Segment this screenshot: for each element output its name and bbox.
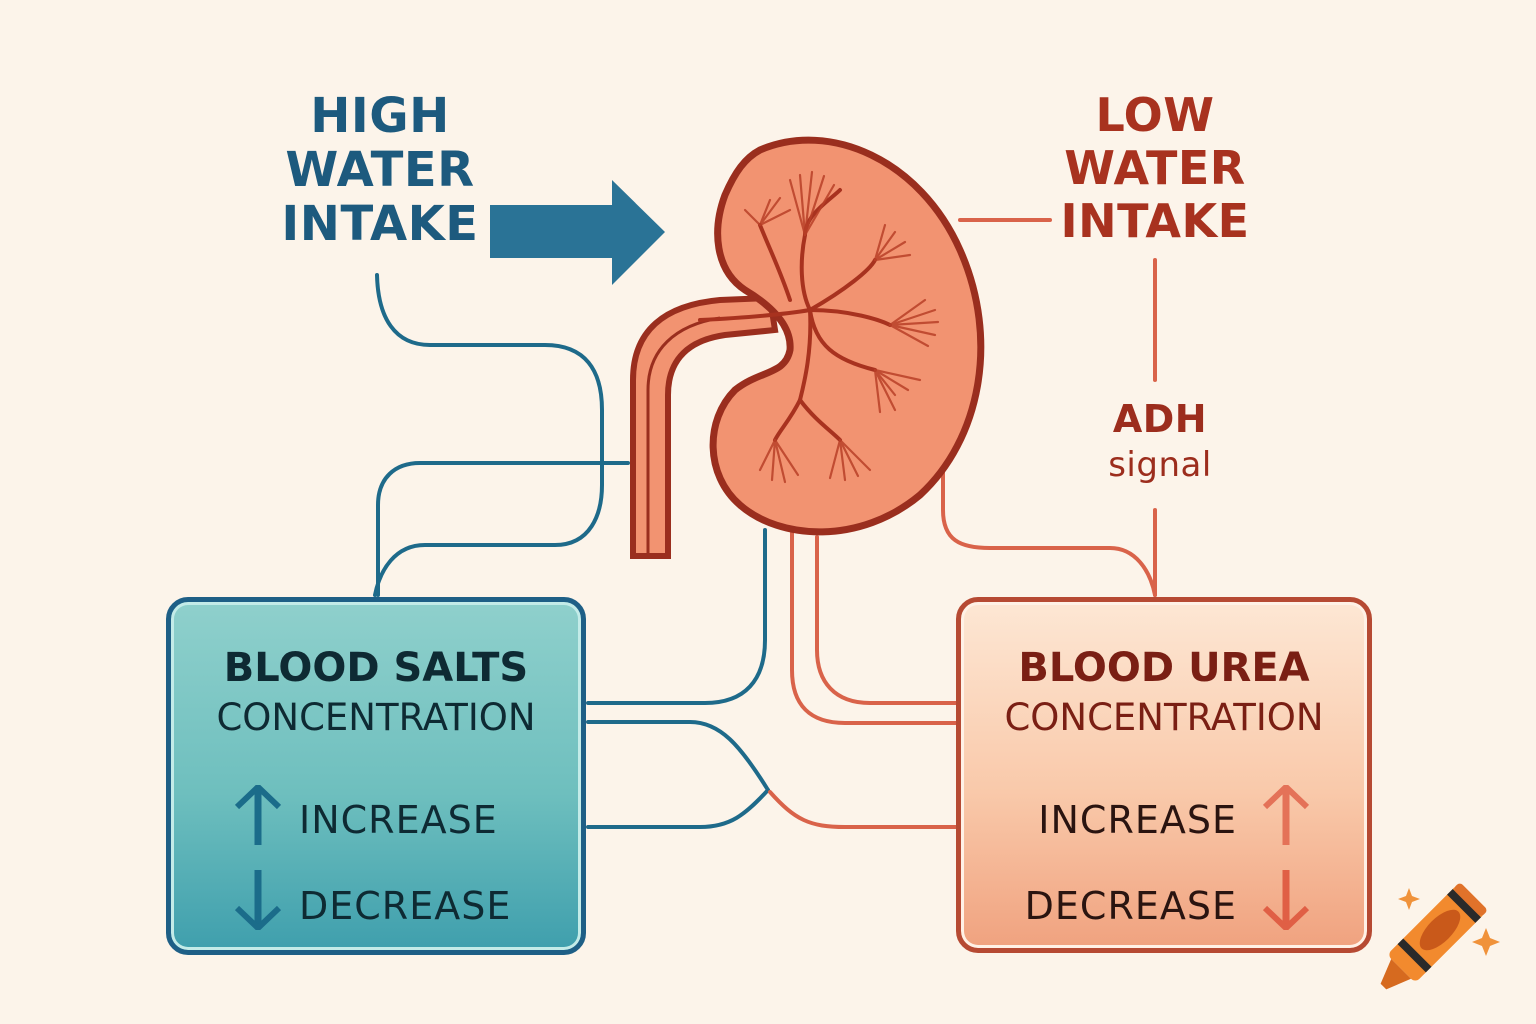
salts-decrease-label: DECREASE — [299, 884, 512, 928]
salts-increase-label: INCREASE — [299, 798, 498, 842]
down-arrow-icon — [234, 870, 282, 930]
blood-urea-title: BLOOD UREA CONCENTRATION — [1004, 645, 1324, 739]
blood-salts-box: BLOOD SALTS CONCENTRATION INCREASE DECRE… — [166, 597, 586, 955]
kidney-icon — [630, 136, 985, 559]
down-arrow-icon — [1262, 870, 1310, 930]
right-arrow-icon — [490, 180, 665, 285]
high-water-intake-label: HIGH WATER INTAKE — [281, 88, 479, 252]
low-water-intake-label: LOW WATER INTAKE — [1060, 88, 1250, 248]
up-arrow-icon — [1262, 785, 1310, 845]
orange-connectors — [768, 218, 1157, 829]
blue-connectors — [373, 273, 770, 829]
crayon-icon — [1380, 883, 1487, 990]
urea-increase-label: INCREASE — [1038, 798, 1237, 842]
urea-decrease-label: DECREASE — [1024, 884, 1237, 928]
sparkle-icon — [1398, 888, 1500, 956]
blood-urea-box: BLOOD UREA CONCENTRATION INCREASE DECREA… — [956, 597, 1372, 953]
adh-signal-label: ADH signal — [1108, 397, 1212, 485]
blood-salts-title: BLOOD SALTS CONCENTRATION — [216, 645, 536, 739]
up-arrow-icon — [234, 785, 282, 845]
